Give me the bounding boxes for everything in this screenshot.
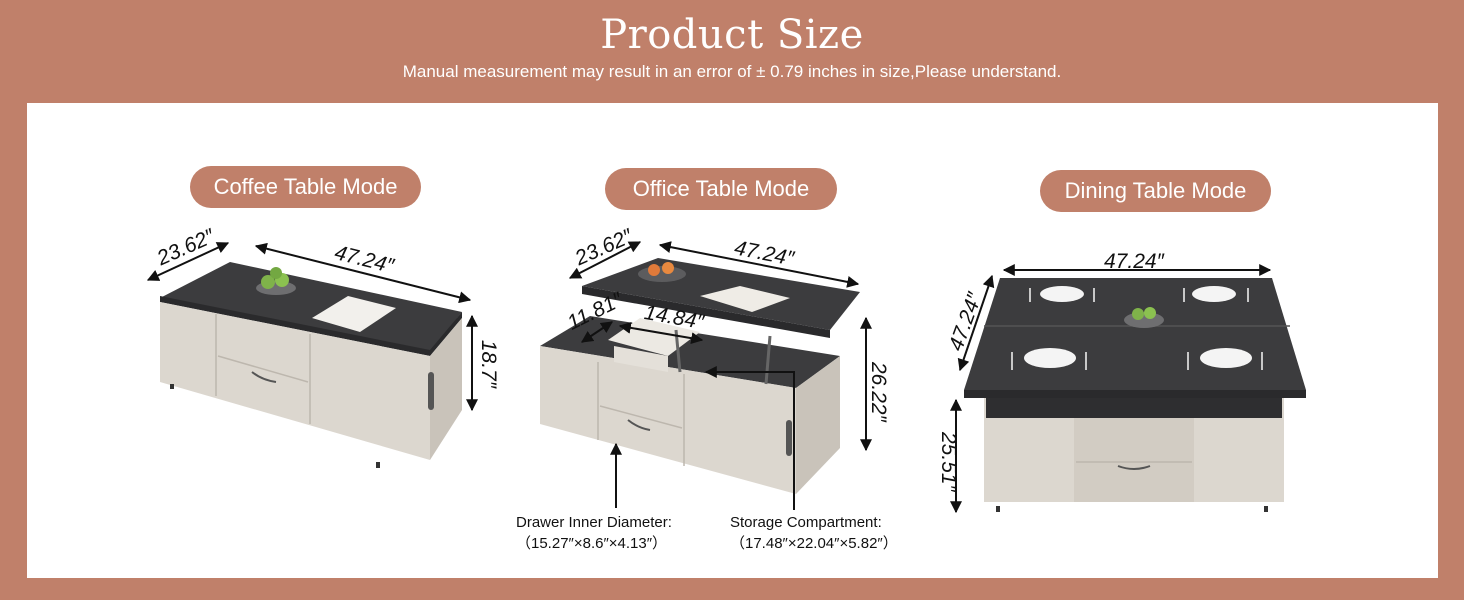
- office-mode-label: Office Table Mode: [605, 168, 837, 210]
- office-table-drawing: [540, 258, 860, 494]
- storage-note-size: （17.48″×22.04″×5.82″）: [730, 535, 898, 552]
- measurement-disclaimer: Manual measurement may result in an erro…: [402, 62, 1062, 81]
- dining-mode-label: Dining Table Mode: [1040, 170, 1271, 212]
- dining-width-label: 47.24″: [1104, 250, 1164, 273]
- page-title: Product Size: [600, 12, 864, 58]
- coffee-table-drawing: [160, 262, 462, 468]
- storage-note: Storage Compartment: （17.48″×22.04″×5.82…: [730, 512, 898, 554]
- coffee-mode-label: Coffee Table Mode: [190, 166, 421, 208]
- drawer-note: Drawer Inner Diameter: （15.27″×8.6″×4.13…: [516, 512, 672, 554]
- coffee-height-label: 18.7″: [477, 339, 501, 389]
- drawer-note-label: Drawer Inner Diameter:: [516, 514, 672, 531]
- storage-note-label: Storage Compartment:: [730, 514, 882, 531]
- dining-height-label: 25.51″: [937, 432, 960, 492]
- drawer-note-size: （15.27″×8.6″×4.13″）: [516, 535, 668, 552]
- dining-table-drawing: [964, 278, 1306, 512]
- office-height-label: 26.22″: [867, 362, 890, 422]
